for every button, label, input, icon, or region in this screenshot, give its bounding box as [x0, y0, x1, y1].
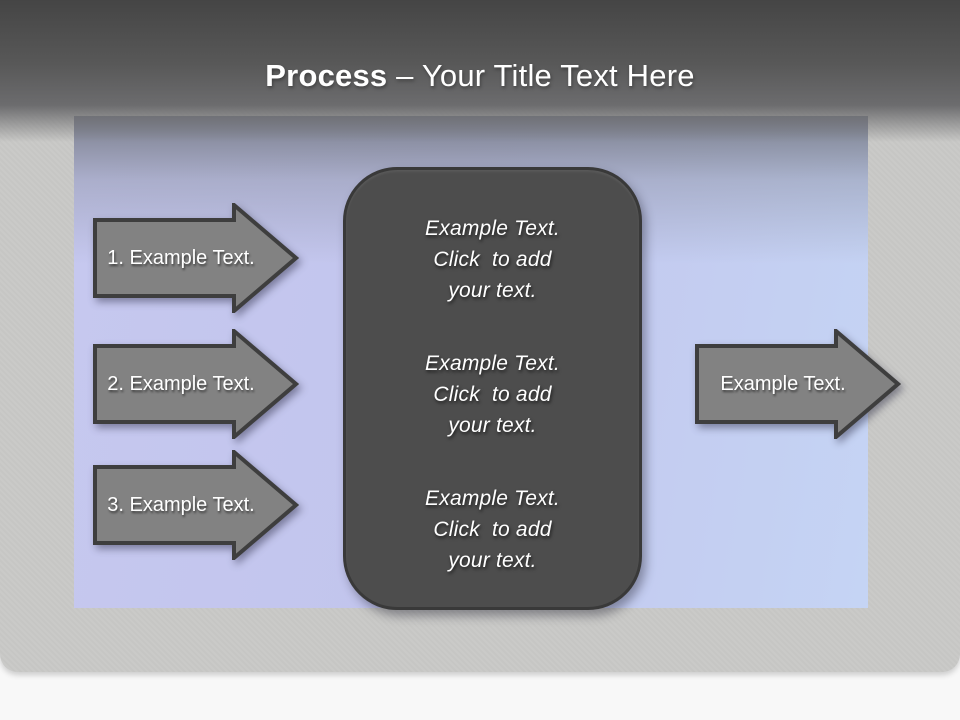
step-arrow-label: 2. Example Text. — [107, 372, 255, 395]
text-box-paragraph: Example Text. Click to add your text. — [425, 352, 560, 437]
step-arrow-label: 1. Example Text. — [107, 246, 255, 269]
title-keyword: Process — [265, 58, 388, 93]
text-box-paragraph: Example Text. Click to add your text. — [425, 487, 560, 572]
right-arrow-icon — [93, 450, 299, 560]
slide-title: Process – Your Title Text Here — [0, 57, 960, 95]
right-arrow-icon — [93, 203, 299, 313]
title-bar: Process – Your Title Text Here — [0, 0, 960, 142]
right-arrow-icon — [93, 329, 299, 439]
right-arrow-icon — [695, 329, 901, 439]
process-step-arrow-1: 1. Example Text. — [93, 203, 299, 313]
step-arrow-label: 3. Example Text. — [107, 493, 255, 516]
process-text-box: Example Text. Click to add your text. Ex… — [343, 167, 642, 610]
slide: Process – Your Title Text Here 1. Exampl… — [0, 0, 960, 672]
process-step-arrow-2: 2. Example Text. — [93, 329, 299, 439]
output-arrow-label: Example Text. — [720, 372, 846, 395]
process-output-arrow: Example Text. — [695, 329, 901, 439]
title-text: – Your Title Text Here — [396, 58, 695, 93]
process-step-arrow-3: 3. Example Text. — [93, 450, 299, 560]
text-box-paragraph: Example Text. Click to add your text. — [425, 217, 560, 302]
